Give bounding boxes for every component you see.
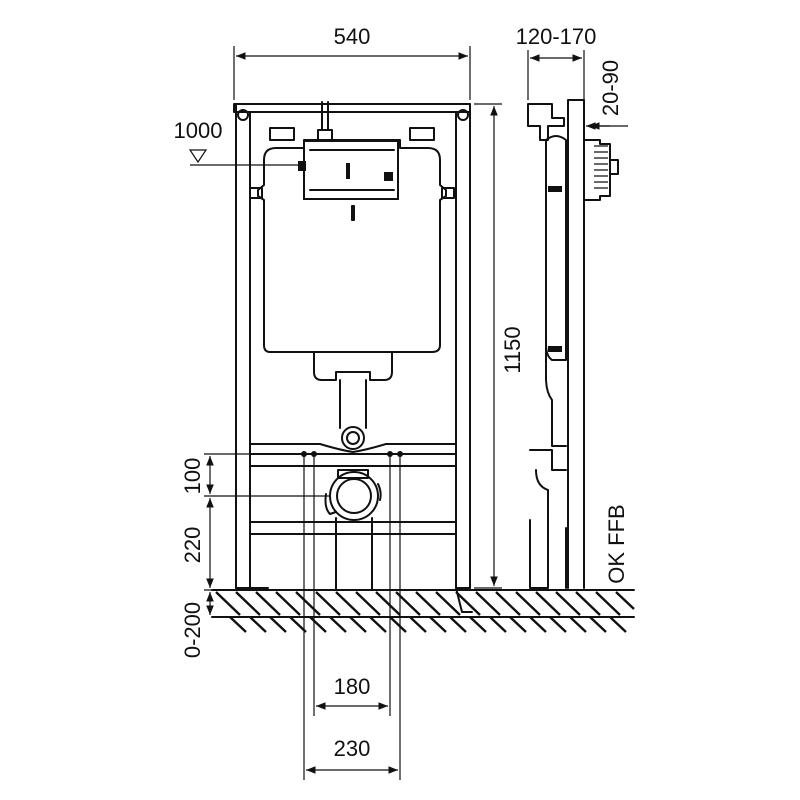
valve-clip-left [298, 161, 306, 171]
frame-uprights [235, 103, 471, 589]
floor [211, 589, 635, 633]
floor-hatching [215, 591, 635, 633]
side-support [529, 519, 549, 589]
dim-drain-height: 220 [180, 527, 205, 564]
dim-flush-spacing: 100 [180, 458, 205, 495]
cistern-side [545, 135, 567, 361]
dim-panel-depth: 20-90 [598, 60, 623, 116]
valve-clip-right [384, 172, 393, 181]
side-clip-upper [548, 186, 562, 192]
frame-foot-plates [237, 587, 473, 613]
front-view [233, 101, 473, 613]
frame-top-rail [233, 103, 471, 113]
dim-frame-height: 1150 [500, 326, 525, 373]
cistern-side-lower [545, 343, 567, 447]
side-drain-curve [535, 469, 549, 549]
flange-ribs [594, 145, 608, 189]
valve-details [309, 149, 395, 191]
water-inlet [317, 101, 333, 141]
wall-panel [567, 99, 585, 589]
bolt-hole-2 [311, 451, 317, 457]
flush-pipe [339, 379, 367, 429]
cistern-outlet [313, 351, 393, 381]
dim-cistern-level: 1000 [174, 118, 223, 143]
flange-knob [609, 159, 619, 175]
actuator-rod [351, 205, 355, 221]
side-clip-lower [548, 346, 562, 352]
bolt-hole-4 [397, 451, 403, 457]
flush-pipe-outlet-inner [346, 431, 360, 445]
cistern-brackets [269, 127, 435, 141]
frame-hole-left [237, 109, 249, 121]
dimension-lines [188, 46, 628, 780]
dim-frame-width: 540 [334, 24, 371, 49]
valve-slot [346, 163, 350, 179]
flush-pipe-outlet [341, 426, 365, 450]
dim-bolt-outer: 230 [334, 736, 371, 761]
frame-feet [235, 559, 471, 589]
side-pipe [529, 449, 567, 471]
dim-floor-adjust: 0-200 [180, 602, 205, 658]
drain-clips [324, 483, 382, 515]
cistern-lug-left [249, 187, 263, 199]
side-view [527, 99, 619, 589]
cistern-body [257, 139, 447, 353]
dim-wall-depth: 120-170 [516, 24, 597, 49]
frame-lower-bars [249, 465, 457, 535]
floor-reference-label: OK FFB [604, 504, 629, 583]
bolt-hole-3 [387, 451, 393, 457]
top-bracket [527, 103, 565, 141]
drain-collar [337, 469, 369, 479]
cistern-lug-right [441, 187, 455, 199]
drain-pipe-inner [336, 478, 372, 514]
drain-sleeve [335, 517, 373, 591]
frame-hole-right [457, 109, 469, 121]
dim-bolt-inner: 180 [334, 674, 371, 699]
floor-lines [211, 589, 635, 618]
